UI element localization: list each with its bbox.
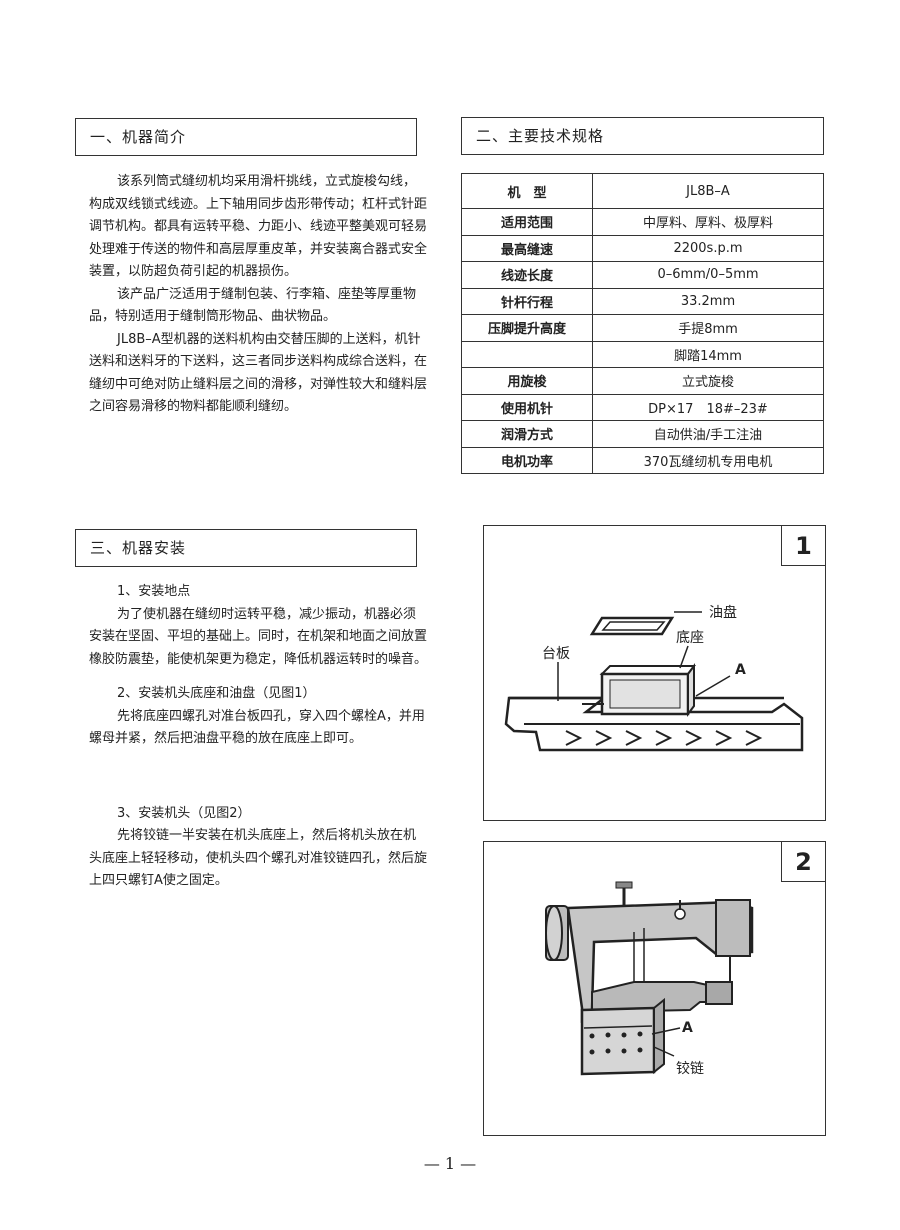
table-row: 脚踏14mm (461, 340, 824, 368)
spec-value: 自动供油/手工注油 (592, 420, 824, 448)
spec-key: 电机功率 (461, 446, 593, 474)
table-row: 使用机针 DP×17 18#–23# (461, 393, 824, 421)
table-row: 压脚提升高度 手提8mm (461, 314, 824, 342)
spec-value: 0–6mm/0–5mm (592, 261, 824, 289)
spec-value: 2200s.p.m (592, 234, 824, 262)
table-row: 机 型 JL8B–A (461, 173, 824, 209)
table-row: 用旋梭 立式旋梭 (461, 367, 824, 395)
figure-1-label-bolt: A (735, 662, 746, 678)
section-header-install: 三、机器安装 (75, 529, 417, 567)
base-drawing (582, 645, 731, 717)
section-title-specs: 二、主要技术规格 (476, 127, 605, 145)
spec-table: 机 型 JL8B–A 适用范围 中厚料、厚料、极厚料 最高缝速 2200s.p.… (461, 173, 824, 474)
figure-2-label-hinge: 铰链 (676, 1061, 704, 1077)
install-step3-title: 3、安装机头（见图2） (117, 805, 251, 821)
table-row: 电机功率 370瓦缝纫机专用电机 (461, 446, 824, 474)
install-text: 1、安装地点 为了使机器在缝纫时运转平稳，减少振动，机器必须安装在坚固、平坦的基… (89, 581, 427, 893)
table-row: 最高缝速 2200s.p.m (461, 234, 824, 262)
spec-value: 370瓦缝纫机专用电机 (592, 446, 824, 474)
figure-1-label-table: 台板 (542, 646, 570, 662)
install-step2-text: 先将底座四螺孔对准台板四孔，穿入四个螺栓A，并用螺母并紧，然后把油盘平稳的放在底… (89, 708, 425, 747)
spec-key: 用旋梭 (461, 367, 593, 395)
spec-key: 针杆行程 (461, 287, 593, 315)
intro-paragraph-2: 该产品广泛适用于缝制包装、行李箱、座垫等厚重物品，特别适用于缝制筒形物品、曲状物… (89, 286, 417, 325)
spec-value: JL8B–A (592, 173, 824, 209)
spec-key: 压脚提升高度 (461, 314, 593, 342)
section-title-intro: 一、机器简介 (90, 128, 187, 146)
spec-value: 脚踏14mm (592, 340, 824, 368)
figure-1-label-oil-pan: 油盘 (709, 605, 737, 621)
table-row: 适用范围 中厚料、厚料、极厚料 (461, 208, 824, 236)
table-board-drawing (504, 662, 804, 752)
install-step1-text: 为了使机器在缝纫时运转平稳，减少振动，机器必须安装在坚固、平坦的基础上。同时，在… (89, 606, 428, 667)
spec-key: 润滑方式 (461, 420, 593, 448)
section-header-intro: 一、机器简介 (75, 118, 417, 156)
figure-1-illustration (504, 611, 804, 752)
table-row: 针杆行程 33.2mm (461, 287, 824, 315)
spec-value: 33.2mm (592, 287, 824, 315)
figure-2: 2 (483, 841, 826, 1136)
figure-1-label-base: 底座 (676, 630, 704, 646)
figure-2-illustration (545, 881, 754, 1076)
spec-value: 立式旋梭 (592, 367, 824, 395)
spec-value: 中厚料、厚料、极厚料 (592, 208, 824, 236)
install-step2-title: 2、安装机头底座和油盘（见图1） (117, 686, 316, 701)
figure-1: 1 油盘 底座 台板 A (483, 525, 826, 821)
spec-key (461, 340, 593, 368)
spec-key: 使用机针 (461, 393, 593, 421)
install-step3-text: 先将铰链一半安装在机头底座上，然后将机头放在机头底座上轻轻移动，使机头四个螺孔对… (89, 828, 428, 888)
figure-2-label-screw: A (682, 1020, 693, 1036)
spec-key: 适用范围 (461, 208, 593, 236)
section-title-install: 三、机器安装 (90, 539, 187, 557)
intro-text: 该系列筒式缝纫机均采用滑杆挑线，立式旋梭勾线，构成双线锁式线迹。上下轴用同步齿形… (89, 171, 427, 419)
table-row: 润滑方式 自动供油/手工注油 (461, 420, 824, 448)
spec-key: 最高缝速 (461, 234, 593, 262)
spec-value: DP×17 18#–23# (592, 393, 824, 421)
install-step1-title: 1、安装地点 (117, 584, 191, 599)
table-row: 线迹长度 0–6mm/0–5mm (461, 261, 824, 289)
oil-pan-drawing (589, 611, 702, 636)
intro-paragraph-3: JL8B–A型机器的送料机构由交替压脚的上送料，机针送料和送料牙的下送料，这三者… (89, 331, 428, 415)
spec-value: 手提8mm (592, 314, 824, 342)
figure-1-number: 1 (781, 526, 825, 566)
intro-paragraph-1: 该系列筒式缝纫机均采用滑杆挑线，立式旋梭勾线，构成双线锁式线迹。上下轴用同步齿形… (89, 174, 428, 279)
page-number: — 1 — (423, 1154, 477, 1173)
figure-2-number: 2 (781, 842, 825, 882)
section-header-specs: 二、主要技术规格 (461, 117, 824, 155)
spec-key: 线迹长度 (461, 261, 593, 289)
spec-key: 机 型 (461, 173, 593, 209)
sewing-machine-drawing (545, 881, 754, 1076)
